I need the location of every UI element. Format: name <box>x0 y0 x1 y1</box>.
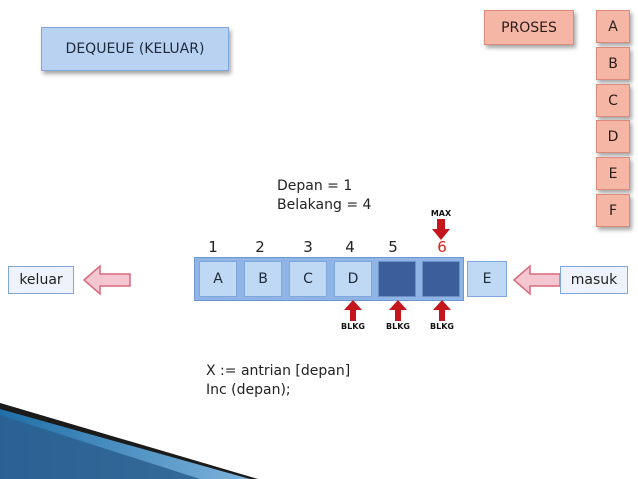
code-line-1: X := antrian [depan] <box>206 363 351 379</box>
title-box: DEQUEUE (KELUAR) <box>41 27 229 71</box>
index-6: 6 <box>437 238 447 256</box>
masuk-label-box: masuk <box>560 266 628 294</box>
max-down-arrow-icon <box>432 219 450 240</box>
depan-info: Depan = 1 <box>277 178 353 194</box>
proses-label-box: PROSES <box>484 10 574 45</box>
stack-item-e: E <box>596 157 630 190</box>
keluar-left-arrow-icon <box>82 264 131 296</box>
blkg-label-1: BLKG <box>341 322 365 331</box>
stack-item-label: D <box>607 128 619 145</box>
blkg-label-3: BLKG <box>430 322 454 331</box>
stack-item-c: C <box>596 84 630 117</box>
queue-cell-5 <box>378 261 416 297</box>
index-5: 5 <box>388 238 398 256</box>
stack-item-f: F <box>596 194 630 227</box>
masuk-left-arrow-icon <box>512 264 561 296</box>
blkg-up-arrow-icon <box>433 300 451 321</box>
stack-item-label: E <box>608 165 618 182</box>
blkg-label-2: BLKG <box>386 322 410 331</box>
index-2: 2 <box>255 238 265 256</box>
queue-cell-3: C <box>289 261 327 297</box>
title-text: DEQUEUE (KELUAR) <box>65 41 205 57</box>
keluar-label-box: keluar <box>8 266 74 294</box>
stack-item-label: A <box>608 18 618 35</box>
cell-label: C <box>303 271 313 287</box>
blkg-up-arrow-icon <box>344 300 362 321</box>
index-4: 4 <box>345 238 355 256</box>
max-label: MAX <box>430 209 452 218</box>
stack-item-d: D <box>596 120 630 153</box>
decorative-swoosh <box>0 403 258 479</box>
masuk-label: masuk <box>570 272 618 288</box>
index-3: 3 <box>303 238 313 256</box>
queue-cell-1: A <box>199 261 237 297</box>
queue-array <box>194 257 464 301</box>
stack-item-a: A <box>596 10 630 43</box>
blkg-up-arrow-icon <box>389 300 407 321</box>
queue-cell-2: B <box>244 261 282 297</box>
proses-label: PROSES <box>501 19 557 36</box>
queue-cell-4: D <box>334 261 372 297</box>
code-line-2: Inc (depan); <box>206 382 291 398</box>
cell-label: B <box>258 271 268 287</box>
incoming-label: E <box>482 271 492 287</box>
belakang-info: Belakang = 4 <box>277 197 372 213</box>
stack-item-label: B <box>608 55 618 72</box>
keluar-label: keluar <box>19 272 63 288</box>
cell-label: A <box>213 271 223 287</box>
cell-label: D <box>347 271 359 287</box>
index-1: 1 <box>208 238 218 256</box>
stack-item-label: C <box>608 92 618 109</box>
stack-item-label: F <box>608 202 618 219</box>
queue-cell-6 <box>422 261 460 297</box>
stack-item-b: B <box>596 47 630 80</box>
incoming-element: E <box>467 261 507 297</box>
